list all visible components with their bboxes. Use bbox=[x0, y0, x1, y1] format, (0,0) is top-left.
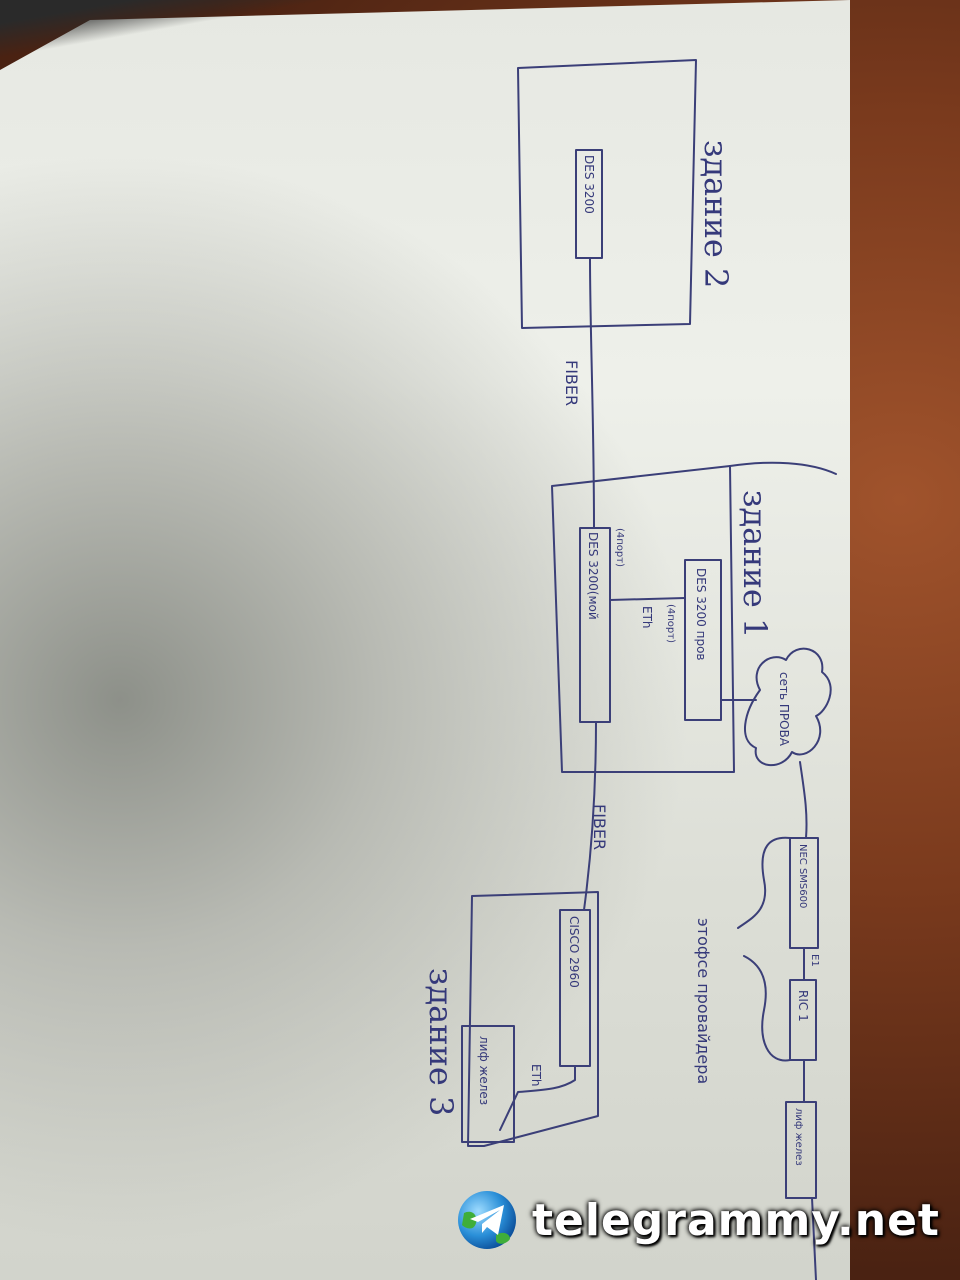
watermark-text: telegrammy.net bbox=[532, 1194, 940, 1246]
nec-label: NEC SMS600 bbox=[797, 844, 808, 908]
building-1-label: здание 1 bbox=[736, 490, 774, 638]
des-prov-box bbox=[684, 559, 722, 721]
des-prov-label: DES 3200 пров bbox=[694, 568, 708, 660]
elev-b3-label: лиф желез bbox=[477, 1036, 491, 1105]
eth-b3-label: ETh bbox=[529, 1064, 543, 1087]
building-1: здание 1 DES 3200 пров (4порт) DES 3200(… bbox=[551, 461, 837, 773]
paper-sheet bbox=[0, 0, 850, 1280]
building-3: здание 3 CISCO 2960 ETh лиф желез bbox=[422, 891, 599, 1147]
fiber-bottom-label: FIBER bbox=[590, 804, 609, 850]
cisco-label: CISCO 2960 bbox=[567, 916, 581, 988]
eth-link-b1 bbox=[609, 597, 686, 601]
building-3-label: здание 3 bbox=[422, 968, 460, 1116]
ric-label: RIC 1 bbox=[796, 990, 810, 1022]
office-brace-bottom bbox=[743, 955, 791, 1062]
fiber-link-bottom: FIBER bbox=[583, 721, 609, 911]
elev-prov-label: лиф желез bbox=[793, 1108, 804, 1166]
eth-link-b3 bbox=[499, 1065, 576, 1131]
elev-prov-tail bbox=[811, 1197, 817, 1280]
cloud-shape bbox=[743, 647, 832, 767]
cloud-label: сеть ПРОВА bbox=[777, 672, 791, 747]
office-brace-top bbox=[737, 836, 791, 929]
building-2: здание 2 DES 3200 bbox=[517, 59, 735, 329]
watermark: telegrammy.net bbox=[456, 1188, 940, 1252]
des-b2-label: DES 3200 bbox=[582, 155, 596, 214]
corner-shadow bbox=[0, 0, 960, 120]
provider-cloud: сеть ПРОВА bbox=[720, 647, 832, 839]
eth-b1-label: ETh bbox=[640, 606, 654, 629]
building-1-outline bbox=[551, 465, 735, 773]
building-3-outline bbox=[467, 891, 599, 1147]
cloud-to-nec-link bbox=[799, 761, 808, 839]
elev-prov-box bbox=[785, 1101, 817, 1199]
building-2-outline bbox=[517, 59, 697, 329]
des-b1-label: DES 3200(мой bbox=[586, 532, 600, 620]
port-prov-label: (4порт) bbox=[665, 604, 676, 643]
e1-label: E1 bbox=[809, 954, 820, 967]
fiber-top-line bbox=[589, 257, 595, 529]
fiber-bottom-line bbox=[583, 721, 597, 911]
building-2-label: здание 2 bbox=[697, 140, 735, 288]
fiber-top-label: FIBER bbox=[562, 360, 581, 406]
fiber-link-top: FIBER bbox=[562, 257, 595, 529]
port-b1-label: (4порт) bbox=[614, 528, 625, 567]
elev-b3-box bbox=[461, 1025, 515, 1143]
building-1-roofline bbox=[729, 461, 837, 475]
provider-office: NEC SMS600 E1 RIC 1 лиф желез этофсе про… bbox=[694, 836, 820, 1280]
office-label: этофсе провайдера bbox=[694, 918, 713, 1084]
telegram-globe-icon bbox=[458, 1191, 516, 1249]
